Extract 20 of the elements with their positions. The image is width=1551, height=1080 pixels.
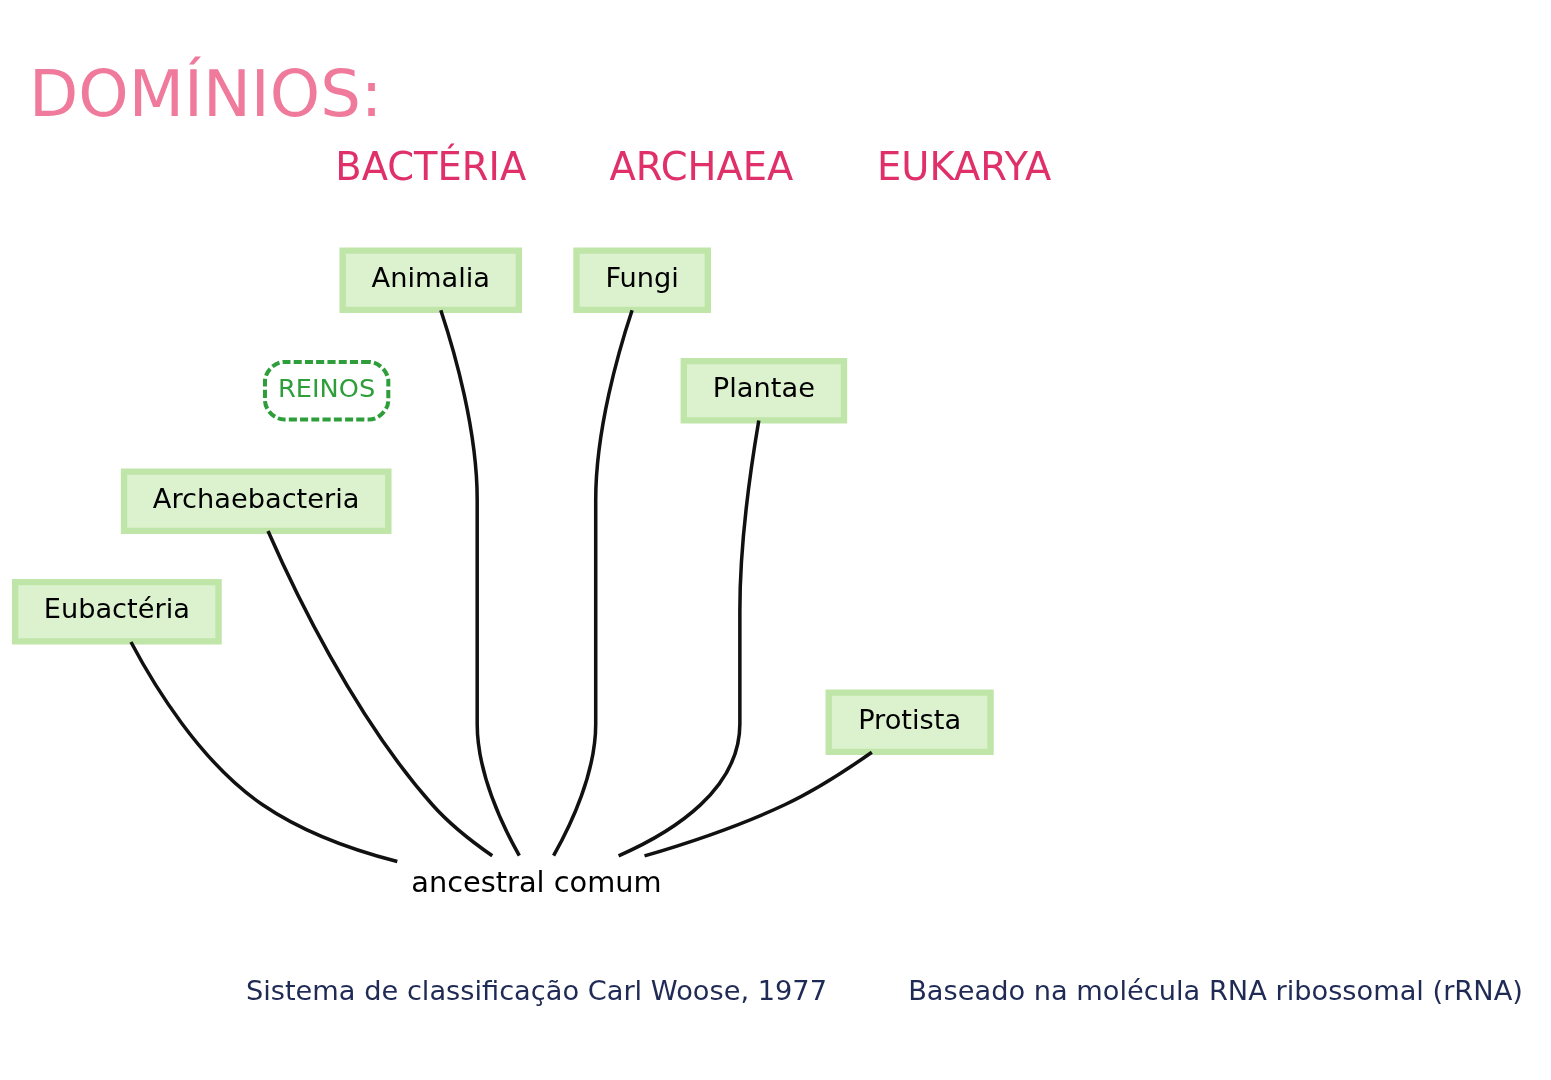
connector	[439, 309, 521, 856]
connector	[552, 309, 634, 856]
label: Baseado na molécula RNA ribossomal (rRNA)	[908, 974, 1523, 1006]
node-box: Plantae	[680, 357, 848, 424]
node-box: Protista	[825, 688, 994, 755]
connector	[644, 750, 873, 858]
node-box: Animalia	[339, 246, 523, 313]
connector	[129, 640, 398, 863]
diagram-title: DOMÍNIOS:	[29, 56, 383, 131]
label: BACTÉRIA	[335, 143, 527, 189]
node-text: ancestral comum	[411, 864, 662, 899]
node-box: Eubactéria	[11, 578, 222, 645]
connector	[266, 529, 494, 857]
node-box: Archaebacteria	[120, 467, 392, 534]
label: EUKARYA	[876, 143, 1052, 189]
node-box: REINOS	[263, 359, 391, 422]
label: ARCHAEA	[609, 143, 794, 189]
node-box: Fungi	[573, 246, 712, 313]
label: Sistema de classificação Carl Woose, 1977	[245, 974, 827, 1006]
connector	[617, 419, 761, 857]
